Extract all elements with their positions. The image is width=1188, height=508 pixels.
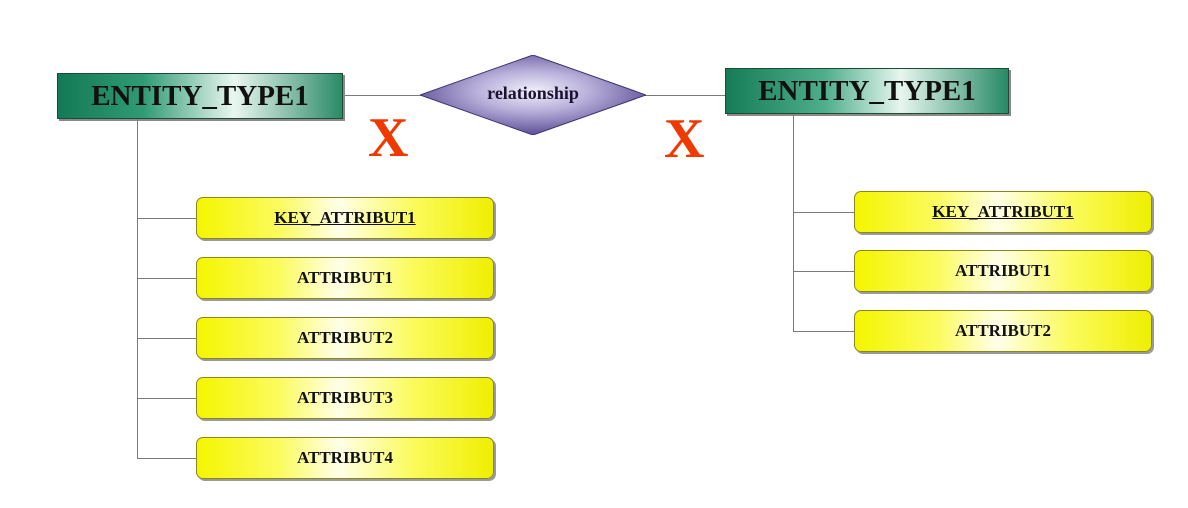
left-attribute-branch xyxy=(137,458,196,459)
connector-left-relationship xyxy=(343,95,423,96)
left-attribute[interactable]: ATTRIBUT3 xyxy=(196,377,494,419)
left-attribute[interactable]: ATTRIBUT1 xyxy=(196,257,494,299)
connector-right-relationship xyxy=(643,95,725,96)
cardinality-right: X xyxy=(664,108,705,170)
entity-left[interactable]: ENTITY_TYPE1 xyxy=(57,73,343,119)
left-key-attribute[interactable]: KEY_ATTRIBUT1 xyxy=(196,197,494,239)
relationship-diamond[interactable] xyxy=(420,55,646,135)
left-attribute-branch xyxy=(137,398,196,399)
left-attribute-branch xyxy=(137,338,196,339)
left-attribute[interactable]: ATTRIBUT4 xyxy=(196,437,494,479)
relationship-label: relationship xyxy=(487,82,579,103)
left-attribute-branch xyxy=(137,218,196,219)
right-attribute-branch xyxy=(793,331,854,332)
right-attribute-branch xyxy=(793,271,854,272)
right-attribute[interactable]: ATTRIBUT2 xyxy=(854,310,1152,352)
left-attribute-trunk xyxy=(137,119,138,459)
right-key-attribute[interactable]: KEY_ATTRIBUT1 xyxy=(854,191,1152,233)
entity-right[interactable]: ENTITY_TYPE1 xyxy=(725,68,1009,114)
cardinality-left: X xyxy=(368,107,409,169)
left-attribute[interactable]: ATTRIBUT2 xyxy=(196,317,494,359)
right-attribute[interactable]: ATTRIBUT1 xyxy=(854,250,1152,292)
right-attribute-trunk xyxy=(793,114,794,332)
left-attribute-branch xyxy=(137,278,196,279)
right-attribute-branch xyxy=(793,212,854,213)
entity-left-name: ENTITY_TYPE1 xyxy=(91,79,309,112)
entity-right-name: ENTITY_TYPE1 xyxy=(758,74,976,107)
